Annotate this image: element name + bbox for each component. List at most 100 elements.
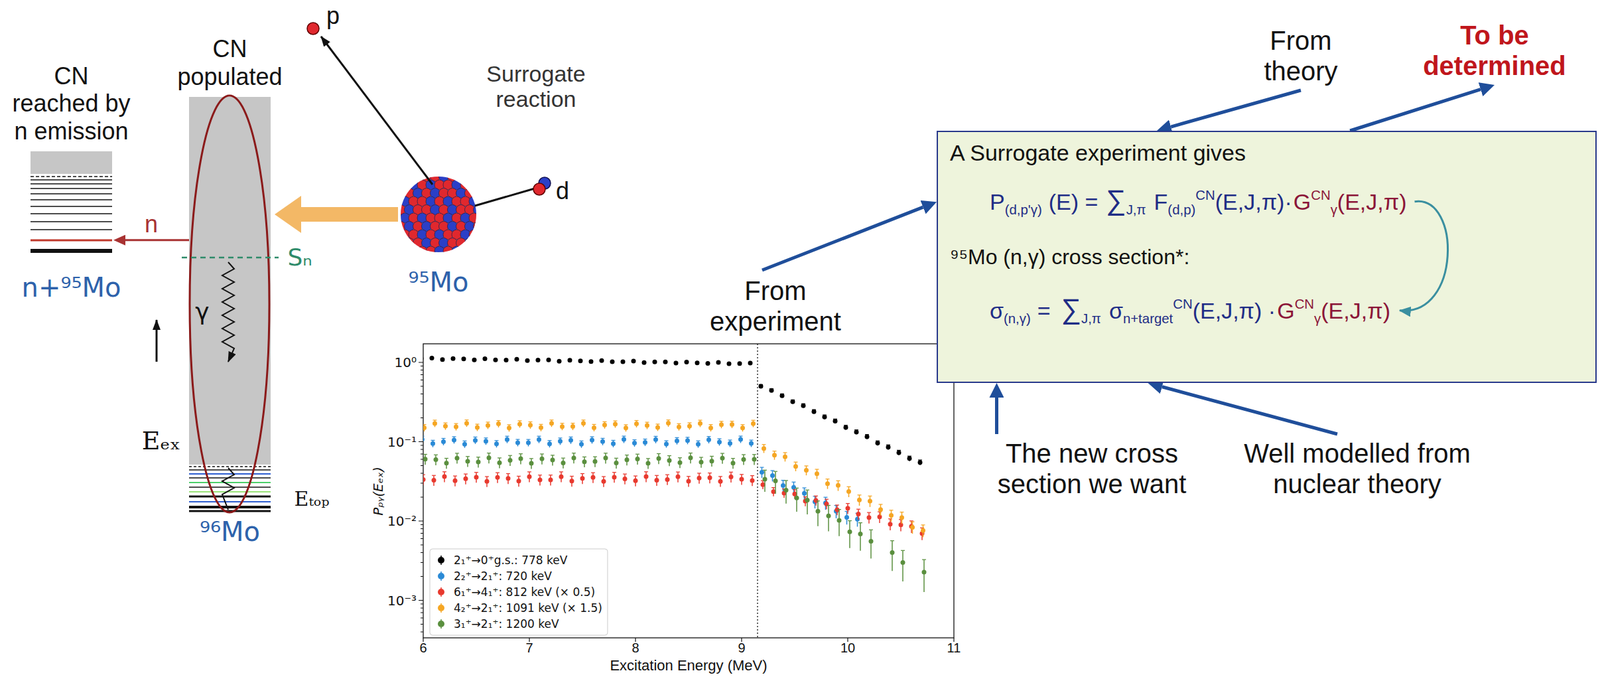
- marker: [673, 360, 679, 366]
- marker: [866, 514, 872, 520]
- data-point: [822, 414, 828, 420]
- error-cap: [539, 453, 544, 454]
- marker: [525, 358, 531, 363]
- error-cap: [528, 421, 533, 422]
- error-cap: [474, 471, 479, 473]
- legend-row: 6₁⁺→4₁⁺: 812 keV (× 0.5): [433, 583, 603, 600]
- marker: [844, 514, 850, 520]
- marker: [536, 437, 542, 442]
- data-point: [582, 456, 588, 467]
- error-cap: [688, 452, 693, 454]
- data-point: [569, 475, 575, 487]
- error-cap: [728, 439, 733, 440]
- y-tick: [420, 612, 424, 613]
- y-tick: [420, 561, 424, 563]
- marker: [569, 478, 575, 483]
- marker: [687, 423, 692, 428]
- marker: [634, 421, 639, 426]
- marker: [602, 422, 607, 428]
- error-cap: [431, 439, 436, 441]
- marker: [614, 460, 619, 466]
- data-point: [729, 421, 735, 428]
- marker: [465, 458, 471, 464]
- marker: [504, 357, 509, 363]
- data-point: [656, 453, 662, 464]
- data-point: [461, 356, 467, 361]
- error-cap: [644, 470, 649, 472]
- formula: P(d,p'γ)(E) =∑J,πF(d,p)CN(E,J,π)·GCNγ(E,…: [989, 181, 1407, 219]
- connector-arrow: [995, 397, 999, 434]
- error-cap: [707, 472, 712, 473]
- data-point: [462, 440, 467, 448]
- marker: [896, 449, 902, 455]
- error-cap: [772, 450, 777, 452]
- data-point: [707, 472, 713, 484]
- nucleon: [468, 179, 479, 190]
- data-point: [900, 549, 906, 582]
- error-cap: [423, 435, 425, 436]
- data-point: [844, 510, 850, 525]
- error-cap: [613, 419, 618, 421]
- legend-swatch: [437, 620, 445, 627]
- error-cap: [443, 422, 448, 424]
- marker: [856, 511, 862, 517]
- data-point: [759, 466, 765, 478]
- nucleon: [404, 238, 415, 249]
- y-tick: [420, 465, 424, 466]
- data-point: [814, 468, 820, 479]
- error-cap: [868, 529, 873, 531]
- marker: [738, 436, 743, 442]
- marker: [846, 488, 852, 494]
- error-cap: [696, 440, 701, 442]
- data-point: [444, 457, 450, 469]
- marker: [581, 420, 586, 426]
- data-point: [433, 454, 439, 466]
- legend-text: 2₂⁺→2₁⁺: 720 keV: [453, 569, 552, 583]
- marker: [561, 460, 566, 466]
- gamma-cascade: [222, 467, 235, 510]
- formula: σ(n,γ)=∑J,πσn+targetCN(E,J,π) ·GCNγ(E,J,…: [989, 290, 1391, 328]
- marker: [432, 420, 438, 426]
- nucleon: [451, 246, 462, 257]
- y-tick: [420, 365, 424, 367]
- error-cap: [783, 451, 788, 453]
- axis-label: 7: [525, 640, 533, 655]
- data-point: [474, 423, 480, 431]
- scheme-part: CN reached by n emissionn+⁹⁵Mo: [30, 151, 113, 253]
- error-cap: [484, 475, 489, 477]
- marker: [708, 425, 714, 430]
- level-line: [189, 472, 271, 475]
- marker: [667, 457, 672, 463]
- level-line: [30, 175, 113, 178]
- marker: [772, 452, 777, 458]
- marker: [717, 439, 722, 444]
- axis-label: 8: [631, 640, 639, 655]
- data-point: [772, 451, 777, 460]
- marker: [773, 478, 779, 483]
- data-point: [506, 473, 511, 485]
- data-point: [494, 440, 499, 448]
- error-cap: [889, 509, 894, 511]
- data-point: [548, 474, 554, 486]
- error-cap: [455, 452, 460, 454]
- connector-arrow: [1349, 89, 1481, 131]
- error-cap: [667, 455, 672, 456]
- marker: [644, 474, 649, 479]
- data-point: [642, 439, 648, 446]
- diagram-label: Sₙ: [287, 244, 312, 271]
- error-cap: [835, 504, 840, 505]
- marker: [769, 388, 775, 393]
- marker: [508, 457, 513, 463]
- formula-term: J,π: [1081, 309, 1102, 328]
- y-tick: [418, 441, 424, 442]
- error-bar: [859, 522, 862, 551]
- error-cap: [454, 423, 459, 424]
- data-point: [846, 486, 852, 497]
- marker: [462, 441, 467, 447]
- legend-box: [429, 548, 608, 635]
- marker: [620, 359, 626, 365]
- data-point: [440, 356, 446, 362]
- error-cap: [508, 455, 513, 456]
- error-cap: [685, 436, 690, 438]
- y-tick: [420, 623, 424, 625]
